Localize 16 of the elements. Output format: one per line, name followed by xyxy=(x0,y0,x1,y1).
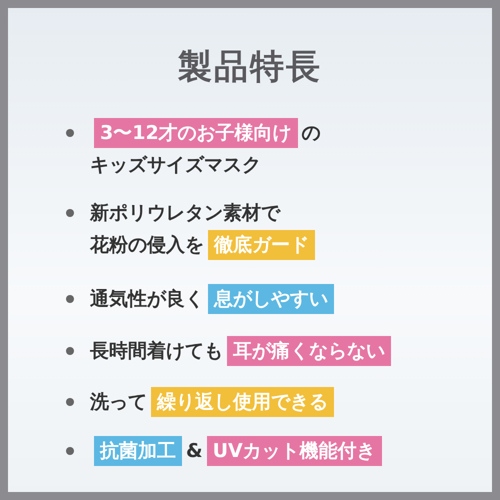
feature-text: キッズサイズマスク xyxy=(90,153,261,178)
feature-text: & xyxy=(186,439,203,464)
highlight-label: 繰り返し使用できる xyxy=(151,387,334,417)
feature-text: 長時間着けても xyxy=(90,339,223,364)
feature-text: 花粉の侵入を xyxy=(90,233,204,258)
feature-text: 新ポリウレタン素材で xyxy=(90,201,280,226)
feature-text: 洗って xyxy=(90,390,147,415)
highlight-label: 3〜12才のお子様向け xyxy=(94,118,298,148)
feature-text: の xyxy=(302,121,321,146)
highlight-label: 徹底ガード xyxy=(208,230,315,260)
highlight-label: 耳が痛くならない xyxy=(227,336,391,366)
heading: 製品特長 xyxy=(177,46,323,89)
feature-text: 通気性が良く xyxy=(90,287,204,312)
highlight-label: 息がしやすい xyxy=(208,284,334,314)
highlight-label: UVカット機能付き xyxy=(206,436,382,466)
highlight-label: 抗菌加工 xyxy=(94,436,182,466)
